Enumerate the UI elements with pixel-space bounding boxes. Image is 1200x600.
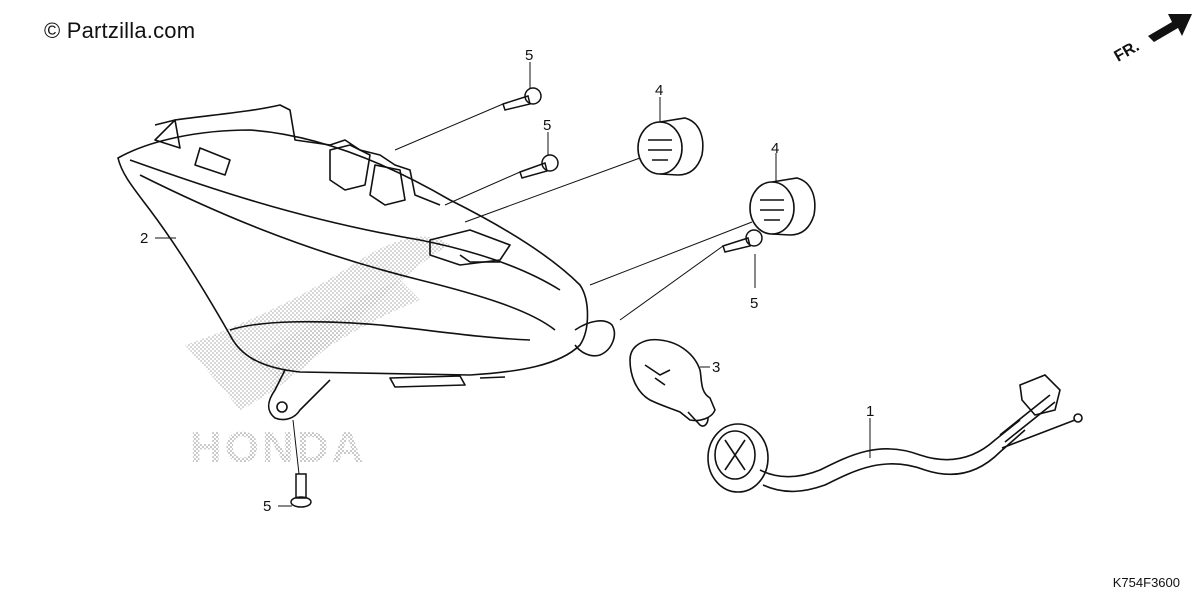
- callout-1: 1: [866, 403, 874, 420]
- screw-top: [502, 87, 542, 111]
- copyright-watermark: © Partzilla.com: [44, 18, 196, 43]
- leader-lines: [155, 62, 871, 507]
- front-label: FR.: [1112, 38, 1143, 66]
- tail-light-housing: [117, 104, 616, 421]
- screw-upper-middle: [519, 154, 559, 179]
- callout-4-lower: 4: [771, 140, 779, 157]
- socket-harness: [707, 374, 1083, 493]
- front-direction-arrow: FR.: [1112, 14, 1192, 66]
- grommet-lower: [749, 177, 816, 236]
- screw-right: [722, 229, 763, 253]
- callout-2: 2: [140, 230, 148, 247]
- callout-5-upper-middle: 5: [543, 117, 551, 134]
- callout-3: 3: [712, 359, 720, 376]
- honda-wing-logo: [185, 236, 450, 410]
- diagram-code: K754F3600: [1112, 575, 1180, 590]
- screw-bottom: [290, 473, 312, 508]
- callout-4-upper: 4: [655, 82, 663, 99]
- honda-wordmark: HONDA: [190, 423, 366, 472]
- callout-5-right: 5: [750, 295, 758, 312]
- callout-5-bottom: 5: [263, 498, 271, 515]
- grommet-upper: [637, 117, 704, 176]
- callout-5-top: 5: [525, 47, 533, 64]
- bulb: [629, 338, 716, 427]
